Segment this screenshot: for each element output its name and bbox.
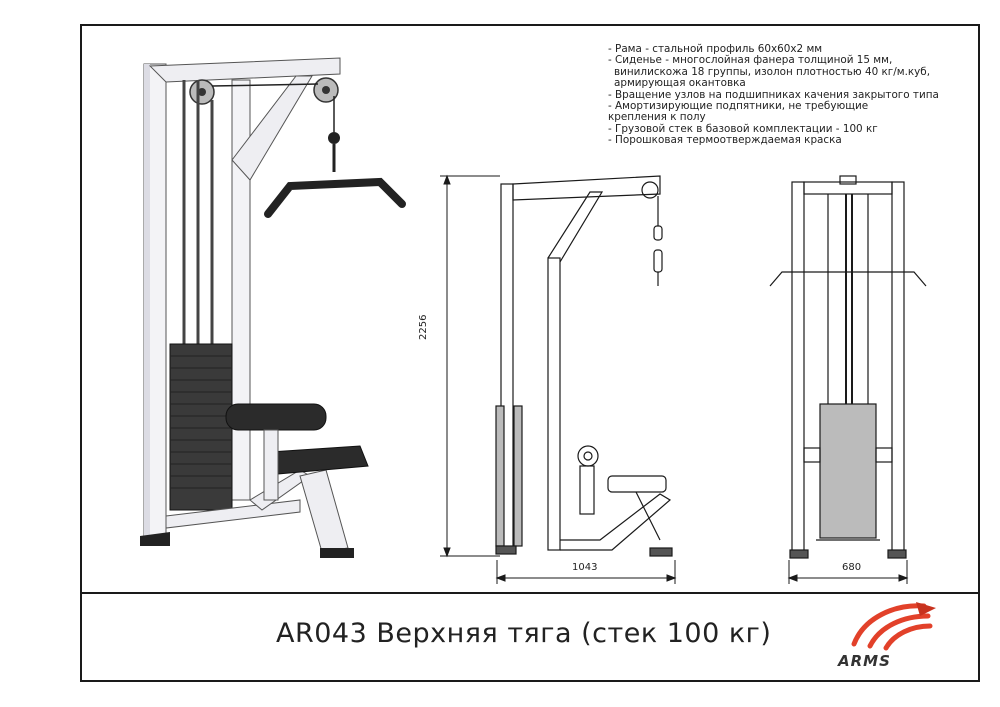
width-dimension-label: 680 xyxy=(842,562,862,573)
spec-line: армирующая окантовка xyxy=(614,77,746,90)
arms-swoosh-logo-icon xyxy=(851,602,936,651)
side-view-drawing xyxy=(495,175,673,557)
spec-line: крепления к полу xyxy=(608,111,706,124)
logo-text: ARMS xyxy=(838,652,891,670)
length-dimension-label: 1043 xyxy=(572,562,598,573)
product-title: AR043 Верхняя тяга (стек 100 кг) xyxy=(276,618,772,649)
dimension-lines xyxy=(440,174,909,584)
spec-list: - Рама - стальной профиль 60х60х2 мм - С… xyxy=(608,43,978,147)
spec-line: - Рама - стальной профиль 60х60х2 мм xyxy=(608,43,823,55)
drawing-sheet: - Рама - стальной профиль 60х60х2 мм - С… xyxy=(80,24,980,682)
spec-line: - Грузовой стек в базовой комплектации -… xyxy=(608,122,878,135)
front-view-drawing xyxy=(769,175,927,559)
machine-3d-render xyxy=(140,57,406,558)
spec-line: - Вращение узлов на подшипниках качения … xyxy=(608,88,939,101)
spec-line: винилискожа 18 группы, изолон плотностью… xyxy=(614,65,931,78)
height-dimension-label: 2256 xyxy=(418,314,429,340)
brand-logo: ARMS xyxy=(824,598,944,670)
title-block: AR043 Верхняя тяга (стек 100 кг) ARMS xyxy=(82,592,978,680)
spec-line: - Порошковая термоотверждаемая краска xyxy=(608,134,842,147)
spec-line: - Сиденье - многослойная фанера толщиной… xyxy=(608,54,893,67)
spec-line: - Амортизирующие подпятники, не требующи… xyxy=(608,100,869,113)
